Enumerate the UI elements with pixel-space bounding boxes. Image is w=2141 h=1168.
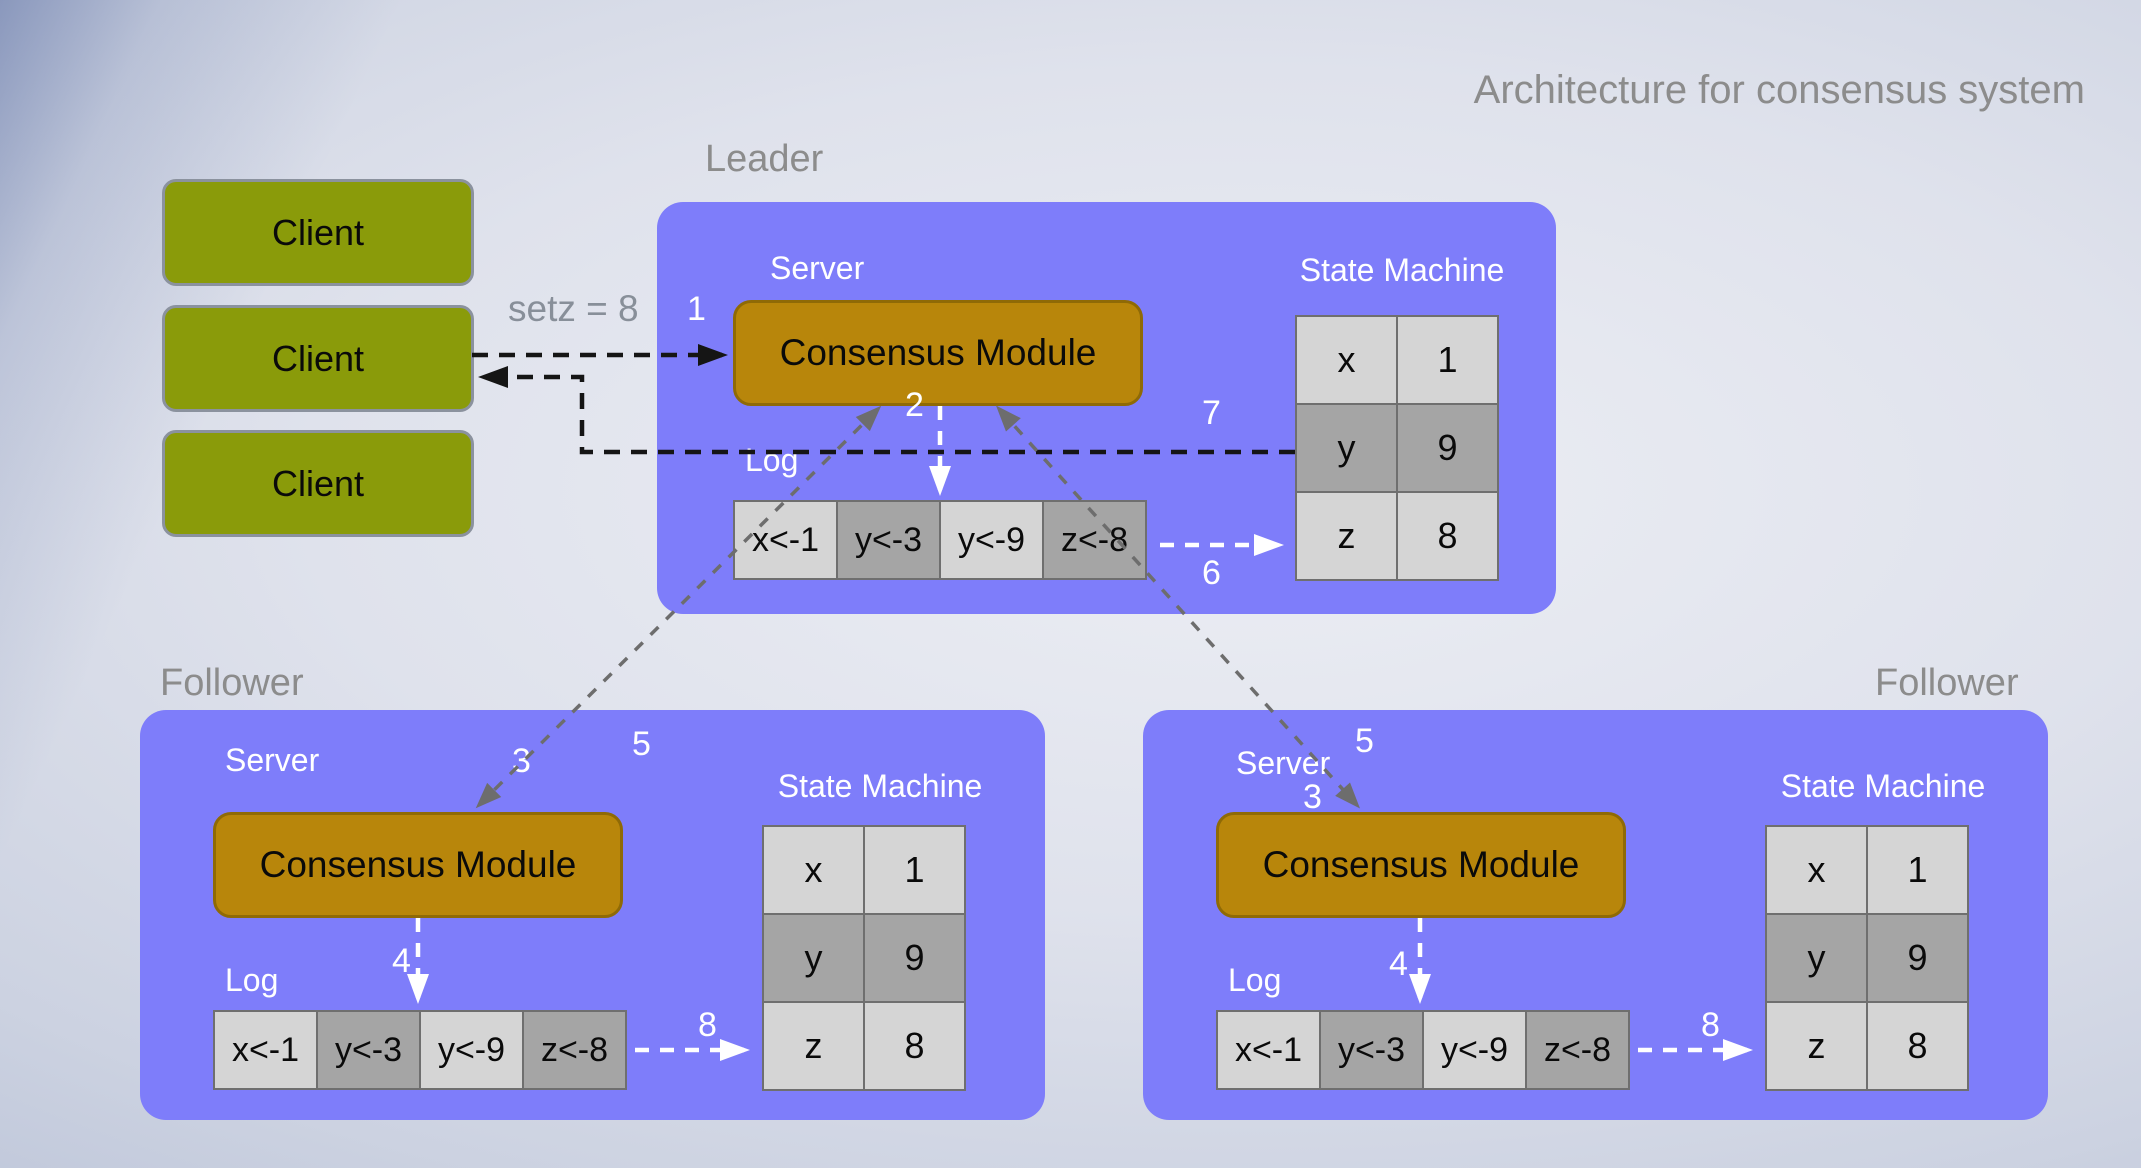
log-entry: y<-3 xyxy=(836,500,941,580)
follower-left-server-box: Server 3 5 Consensus Module 4 Log x<-1 y… xyxy=(140,710,1045,1120)
step-6-label: 6 xyxy=(1202,554,1221,592)
consensus-module-box: Consensus Module xyxy=(733,300,1143,406)
state-value-cell: 8 xyxy=(1396,491,1499,581)
client-label: Client xyxy=(271,211,365,253)
consensus-module-label: Consensus Module xyxy=(259,844,577,885)
state-machine-row: z 8 xyxy=(762,1001,966,1091)
leader-server-box: Server 1 Consensus Module 2 7 6 Log x<-1… xyxy=(657,202,1556,614)
log-entry: x<-1 xyxy=(733,500,838,580)
leader-role-label: Leader xyxy=(705,138,824,180)
state-key-cell: z xyxy=(762,1001,865,1091)
state-key-cell: z xyxy=(1295,491,1398,581)
step-4-label: 4 xyxy=(392,942,411,980)
log-label: Log xyxy=(225,962,279,998)
log-entry: z<-8 xyxy=(1042,500,1147,580)
state-value-cell: 8 xyxy=(1866,1001,1969,1091)
step-5-label: 5 xyxy=(632,725,651,763)
state-key-cell: z xyxy=(1765,1001,1868,1091)
server-label: Server xyxy=(225,742,320,778)
client-label: Client xyxy=(271,337,365,379)
state-machine-row: y 9 xyxy=(1295,403,1499,493)
state-value-cell: 1 xyxy=(1866,825,1969,915)
follower-right-log: x<-1 y<-3 y<-9 z<-8 xyxy=(1216,1010,1630,1090)
state-value-cell: 1 xyxy=(863,825,966,915)
follower-right-role-label: Follower xyxy=(1875,662,2019,704)
state-machine-row: y 9 xyxy=(762,913,966,1003)
consensus-module-label: Consensus Module xyxy=(1262,844,1580,885)
state-machine-row: x 1 xyxy=(1765,825,1969,915)
follower-left-state-machine: x 1 y 9 z 8 xyxy=(762,825,966,1091)
state-key-cell: x xyxy=(1295,315,1398,405)
page-title: Architecture for consensus system xyxy=(1473,68,2085,112)
log-entry: y<-3 xyxy=(316,1010,421,1090)
state-machine-row: x 1 xyxy=(1295,315,1499,405)
consensus-module-label: Consensus Module xyxy=(779,332,1097,373)
step-8-label: 8 xyxy=(698,1006,717,1044)
step-7-label: 7 xyxy=(1202,394,1221,432)
client-label: Client xyxy=(271,462,365,504)
step-4-label: 4 xyxy=(1389,945,1408,983)
client-box: Client xyxy=(162,179,474,286)
log-label: Log xyxy=(1228,962,1282,998)
log-entry: z<-8 xyxy=(1525,1010,1630,1090)
leader-state-machine: x 1 y 9 z 8 xyxy=(1295,315,1499,581)
state-machine-row: z 8 xyxy=(1765,1001,1969,1091)
client-request-label: setz = 8 xyxy=(508,288,639,329)
log-entry: y<-3 xyxy=(1319,1010,1424,1090)
state-key-cell: y xyxy=(762,913,865,1003)
state-machine-label: State Machine xyxy=(1299,252,1505,288)
client-box: Client xyxy=(162,305,474,412)
step-1-label: 1 xyxy=(687,290,706,328)
state-key-cell: x xyxy=(762,825,865,915)
state-value-cell: 8 xyxy=(863,1001,966,1091)
log-entry: z<-8 xyxy=(522,1010,627,1090)
state-machine-label: State Machine xyxy=(777,768,983,804)
step-3-label: 3 xyxy=(512,742,531,780)
server-label: Server xyxy=(770,250,865,286)
state-value-cell: 9 xyxy=(863,913,966,1003)
follower-left-log: x<-1 y<-3 y<-9 z<-8 xyxy=(213,1010,627,1090)
state-key-cell: x xyxy=(1765,825,1868,915)
state-value-cell: 9 xyxy=(1396,403,1499,493)
follower-right-state-machine: x 1 y 9 z 8 xyxy=(1765,825,1969,1091)
step-8-label: 8 xyxy=(1701,1006,1720,1044)
state-value-cell: 1 xyxy=(1396,315,1499,405)
log-label: Log xyxy=(745,442,799,478)
step-2-label: 2 xyxy=(905,386,924,424)
state-key-cell: y xyxy=(1765,913,1868,1003)
server-label: Server xyxy=(1236,745,1331,781)
log-entry: y<-9 xyxy=(1422,1010,1527,1090)
consensus-module-box: Consensus Module xyxy=(1216,812,1626,918)
log-entry: y<-9 xyxy=(939,500,1044,580)
leader-log: x<-1 y<-3 y<-9 z<-8 xyxy=(733,500,1147,580)
follower-right-server-box: Server 5 3 Consensus Module 4 Log x<-1 y… xyxy=(1143,710,2048,1120)
state-value-cell: 9 xyxy=(1866,913,1969,1003)
log-entry: y<-9 xyxy=(419,1010,524,1090)
state-machine-row: x 1 xyxy=(762,825,966,915)
state-machine-row: y 9 xyxy=(1765,913,1969,1003)
step-5-label: 5 xyxy=(1355,722,1374,760)
client-box: Client xyxy=(162,430,474,537)
state-machine-row: z 8 xyxy=(1295,491,1499,581)
state-key-cell: y xyxy=(1295,403,1398,493)
state-machine-label: State Machine xyxy=(1780,768,1986,804)
follower-left-role-label: Follower xyxy=(160,662,304,704)
log-entry: x<-1 xyxy=(213,1010,318,1090)
consensus-module-box: Consensus Module xyxy=(213,812,623,918)
log-entry: x<-1 xyxy=(1216,1010,1321,1090)
